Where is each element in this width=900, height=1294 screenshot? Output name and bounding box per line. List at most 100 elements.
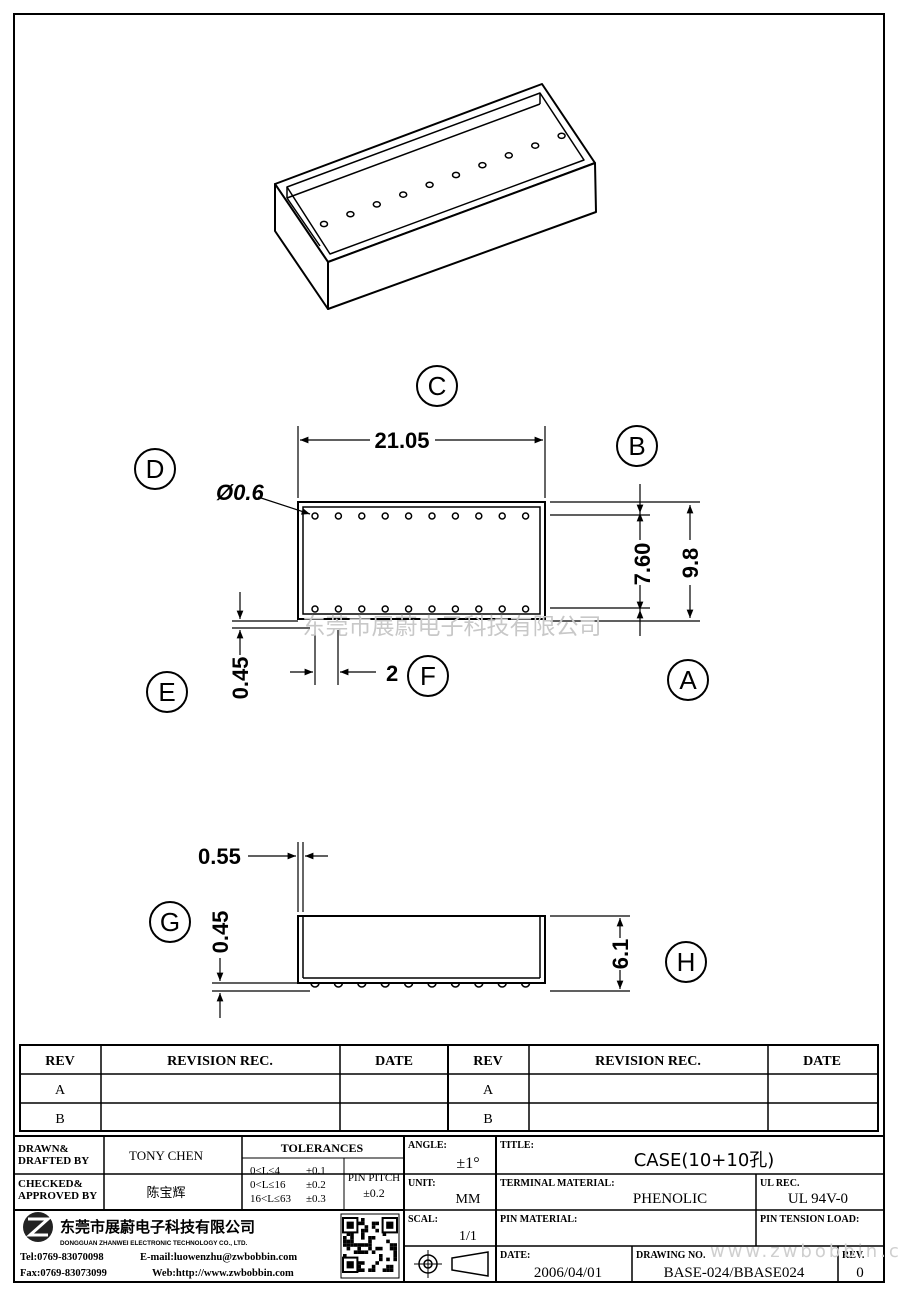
isometric-pin-holes — [319, 132, 566, 228]
drawn-by-value: TONY CHEN — [129, 1148, 204, 1163]
revision-rec-header-left: REVISION REC. — [167, 1054, 273, 1069]
pin-hole — [404, 512, 413, 520]
side-view-outline — [297, 915, 546, 984]
side-pin-bump — [450, 982, 461, 988]
company-web: Web:http://www.zwbobbin.com — [152, 1268, 294, 1279]
company-name-en: DONGGUAN ZHANWEI ELECTRONIC TECHNOLOGY C… — [60, 1240, 248, 1247]
revision-rec-header-right: REVISION REC. — [595, 1054, 701, 1069]
side-pin-bump — [403, 982, 414, 988]
top-view-inner — [302, 506, 541, 615]
iso-pin-hole — [425, 181, 434, 189]
side-pin-bump — [357, 982, 367, 988]
rev-value: 0 — [856, 1265, 864, 1281]
view-label-d: D — [146, 454, 165, 484]
view-markers — [134, 365, 709, 983]
isometric-view — [274, 83, 597, 310]
pin-hole — [475, 512, 483, 520]
iso-pin-hole — [478, 161, 487, 169]
terminal-material-label: TERMINAL MATERIAL: — [500, 1178, 615, 1189]
dim-pitch-label: 2 — [386, 661, 398, 686]
view-label-b: B — [628, 431, 645, 461]
side-pin-bump — [427, 982, 437, 988]
iso-pin-hole — [530, 142, 540, 149]
pin-hole — [381, 512, 389, 520]
pin-tension-label: PIN TENSION LOAD: — [760, 1214, 859, 1225]
watermark-url: www.zwbobbin.com — [710, 1241, 900, 1262]
view-label-h: H — [677, 947, 696, 977]
tolerances-label: TOLERANCES — [281, 1141, 364, 1155]
pin-hole — [451, 605, 460, 613]
company-email: E-mail:luowenzhu@zwbobbin.com — [140, 1252, 297, 1263]
iso-pin-hole — [319, 220, 329, 228]
pin-hole — [428, 512, 436, 520]
checked-by-label: CHECKED&APPROVED BY — [18, 1178, 97, 1202]
watermark-company: 东莞市展蔚电子科技有限公司 — [303, 614, 602, 640]
side-pin-bump — [520, 982, 531, 988]
pin-hole — [521, 512, 530, 520]
side-pin-bump — [474, 982, 484, 988]
dim-height-label: 6.1 — [608, 939, 633, 970]
side-view-pin-bumps — [310, 982, 531, 988]
date-value: 2006/04/01 — [534, 1265, 602, 1281]
projection-symbol — [414, 1250, 489, 1278]
drawn-by-label: DRAWN&DRAFTED BY — [18, 1143, 89, 1167]
dim-wall-label: 0.55 — [198, 844, 241, 869]
dim-bottom-offset-label: 0.45 — [208, 911, 233, 954]
dim-hole-diameter-label: Ø0.6 — [216, 480, 264, 505]
company-tel: Tel:0769-83070098 — [20, 1252, 104, 1263]
terminal-material-value: PHENOLIC — [633, 1191, 707, 1207]
checked-by-value: 陈宝辉 — [146, 1185, 185, 1201]
angle-label: ANGLE: — [408, 1140, 447, 1151]
company-logo — [23, 1212, 53, 1242]
pin-hole — [498, 605, 506, 613]
side-pin-bump — [333, 982, 344, 988]
view-label-a: A — [679, 665, 697, 695]
top-view-outer — [297, 501, 546, 620]
pin-hole — [451, 512, 460, 520]
top-view: 21.05 Ø0.6 7.60 9.8 0.45 2 东莞市展蔚电子科技有限公司 — [216, 426, 703, 699]
view-label-f: F — [420, 661, 436, 691]
angle-value: ±1° — [456, 1155, 479, 1172]
view-label-c: C — [428, 371, 447, 401]
rev-header-right: REV — [473, 1054, 503, 1069]
iso-pin-hole — [504, 152, 514, 159]
tol-range-2: 0<L≤16 — [250, 1179, 286, 1191]
pin-hole — [521, 605, 530, 613]
pin-hole — [475, 605, 483, 613]
scale-value: 1/1 — [459, 1229, 477, 1244]
pin-pitch-value: ±0.2 — [363, 1186, 385, 1200]
pin-hole — [334, 605, 343, 613]
view-label-g: G — [160, 907, 180, 937]
top-view-pin-holes — [311, 512, 530, 613]
scale-label: SCAL: — [408, 1214, 438, 1225]
tol-range-3: 16<L≤63 — [250, 1193, 291, 1205]
rev-row-b-left: B — [55, 1112, 64, 1127]
dim-length-label: 21.05 — [374, 428, 429, 453]
company-name-cn: 东莞市展蔚电子科技有限公司 — [60, 1218, 255, 1236]
rev-row-b-right: B — [483, 1112, 492, 1127]
view-label-e: E — [158, 677, 175, 707]
tol-value-3: ±0.3 — [306, 1193, 326, 1205]
pin-hole — [311, 605, 319, 613]
dim-edge-offset-label: 0.45 — [228, 657, 253, 700]
tol-value-1: ±0.1 — [306, 1165, 326, 1177]
date-header-left: DATE — [375, 1054, 413, 1069]
pin-hole — [404, 605, 413, 613]
title-label: TITLE: — [500, 1140, 534, 1151]
date-header-right: DATE — [803, 1054, 841, 1069]
date-label: DATE: — [500, 1250, 530, 1261]
unit-label: UNIT: — [408, 1178, 436, 1189]
rev-header-left: REV — [45, 1054, 75, 1069]
title-value: CASE(10+10孔) — [634, 1150, 775, 1171]
side-pin-bump — [310, 982, 320, 988]
pin-hole — [498, 512, 506, 520]
pin-hole — [428, 605, 436, 613]
pin-hole — [358, 512, 366, 520]
rev-row-a-right: A — [483, 1083, 494, 1098]
iso-pin-hole — [372, 201, 382, 208]
pin-hole — [311, 512, 319, 520]
ul-rec-value: UL 94V-0 — [788, 1191, 848, 1207]
dim-row-spacing-label: 7.60 — [630, 543, 655, 586]
pin-material-label: PIN MATERIAL: — [500, 1214, 577, 1225]
